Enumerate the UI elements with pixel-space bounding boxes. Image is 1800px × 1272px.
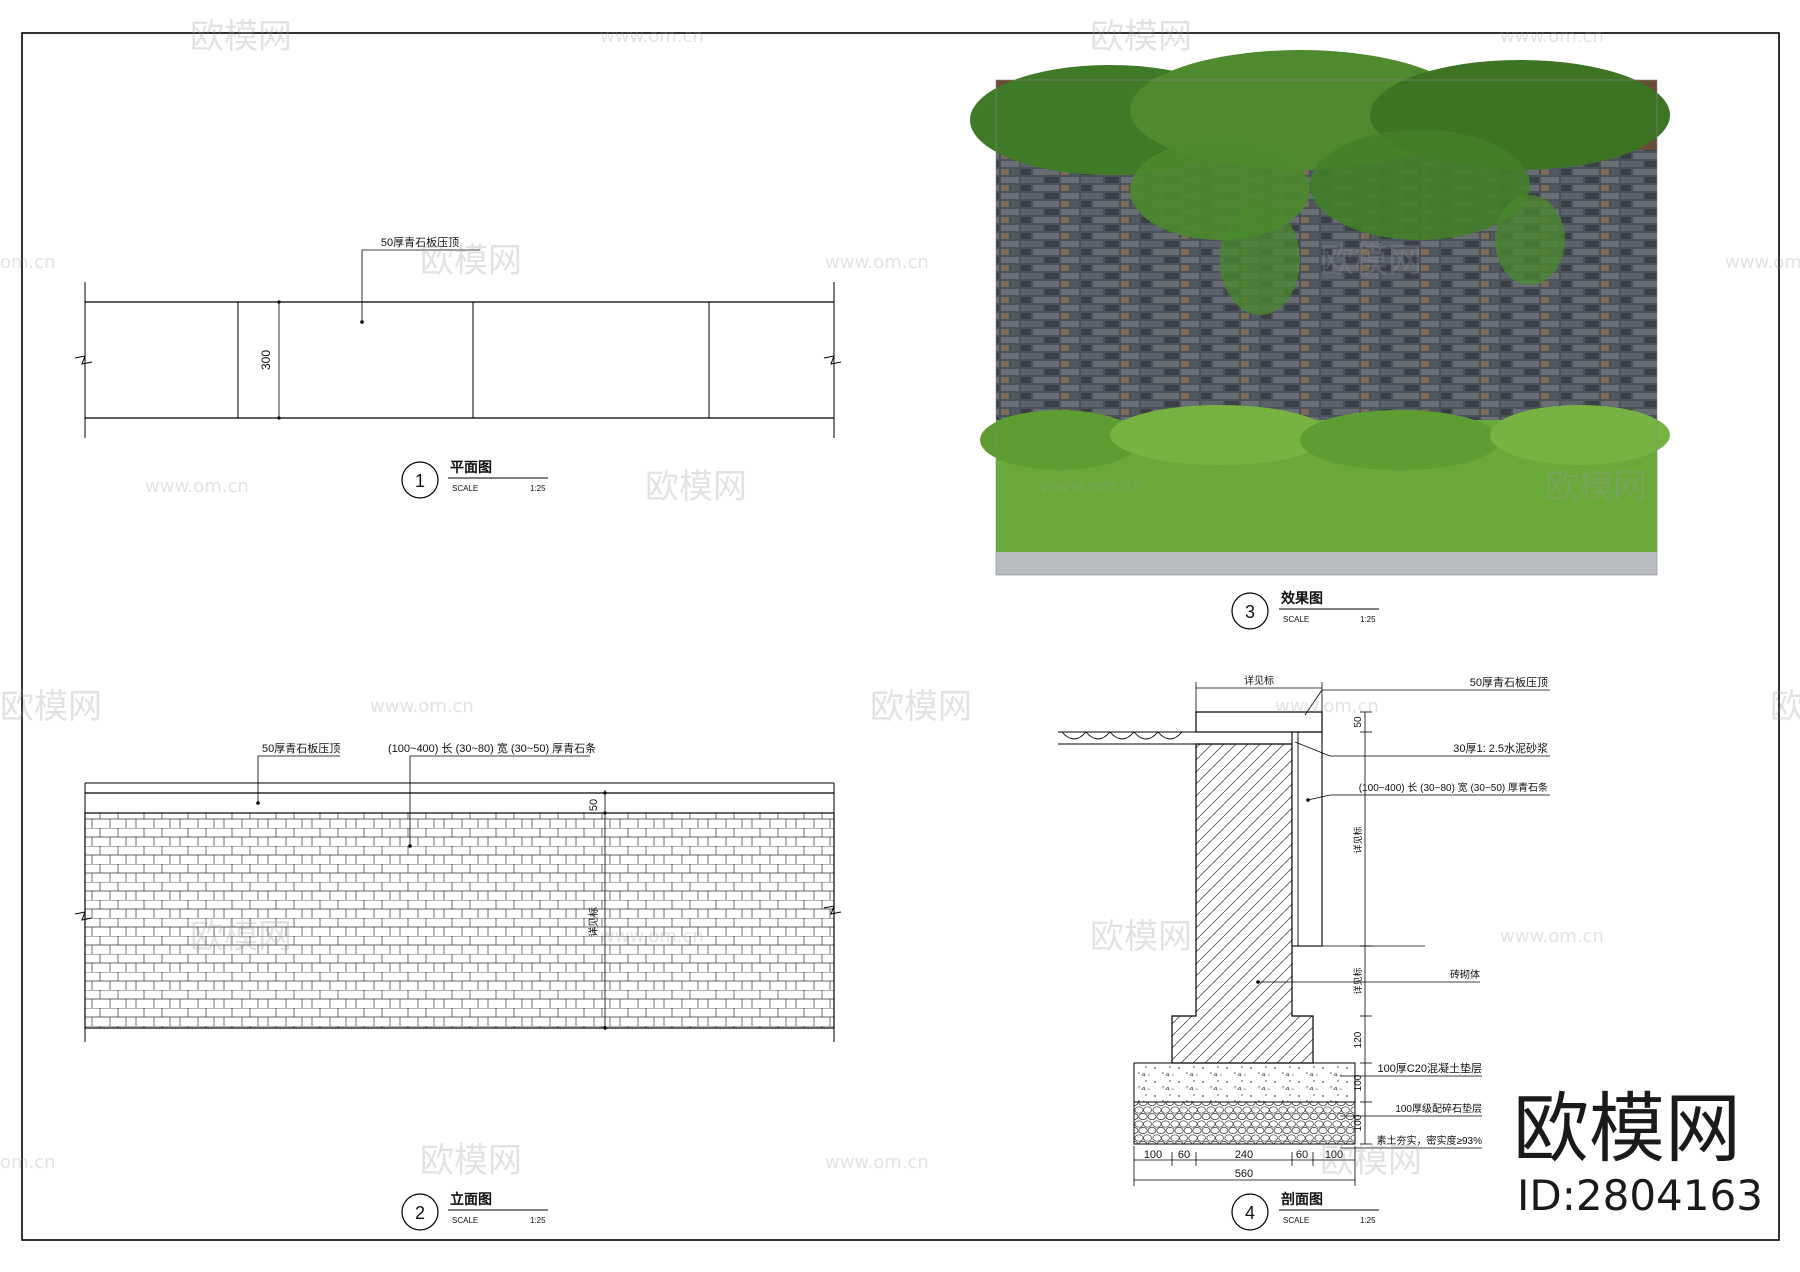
section-vdim-2: 详见标 <box>1352 967 1363 994</box>
section-label-6: 素土夯实，密实度≥93% <box>1376 1134 1482 1147</box>
watermark-logo: 欧模网 <box>1090 17 1192 57</box>
watermark-site: www.om.cn <box>1275 696 1379 717</box>
brand-id: ID:2804163 <box>1517 1171 1763 1220</box>
section-bdim-0: 100 <box>1144 1149 1162 1161</box>
brand-stamp: 欧模网 ID:2804163 <box>1513 1084 1763 1220</box>
section-vdim-3: 120 <box>1353 1031 1364 1048</box>
section-title: 剖面图 <box>1281 1191 1323 1208</box>
plan-scale-label: SCALE <box>452 484 478 493</box>
section-vdim-0: 50 <box>1353 716 1364 728</box>
watermark-logo: 欧模网 <box>1090 917 1192 957</box>
section-scale-label: SCALE <box>1283 1216 1309 1225</box>
watermark-short: om.cn <box>0 1152 56 1173</box>
plan-number: 1 <box>415 471 425 491</box>
section-label-4: 100厚C20混凝土垫层 <box>1377 1061 1482 1075</box>
plan-scale-value: 1:25 <box>530 484 546 493</box>
watermark-logo: 欧模网 <box>190 17 292 57</box>
section-number: 4 <box>1245 1203 1255 1223</box>
section-label-1: 30厚1: 2.5水泥砂浆 <box>1453 741 1548 755</box>
section-label-3: 砖砌体 <box>1450 968 1480 981</box>
elevation-number: 2 <box>415 1203 425 1223</box>
section-bdim-3: 60 <box>1296 1149 1308 1161</box>
section-bdim-4: 100 <box>1325 1149 1343 1161</box>
rendering-photo <box>970 50 1670 576</box>
watermark-logo: 欧模网 <box>1770 687 1800 727</box>
rendering-title-block: 3 效果图 SCALE 1:25 <box>1231 590 1379 630</box>
elevation-scale-label: SCALE <box>452 1216 478 1225</box>
section-label-5: 100厚级配碎石垫层 <box>1395 1102 1482 1115</box>
sheet-border <box>21 32 1780 1241</box>
section-vdim-5: 100 <box>1353 1114 1364 1131</box>
watermark-short: om.cn <box>0 252 56 273</box>
watermark-logo: 欧模网 <box>1320 1141 1422 1181</box>
section-top-dimension: 详见标 <box>1244 674 1274 687</box>
rendering-number: 3 <box>1245 602 1255 622</box>
rendering-scale-value: 1:25 <box>1360 615 1376 624</box>
stone-strip-infill <box>84 812 835 1029</box>
watermark-logo: 欧模网 <box>0 687 102 727</box>
watermark-logo: 欧模网 <box>870 687 972 727</box>
watermark-site: www.om.cn <box>825 252 929 273</box>
watermark-site: www.om.cn <box>600 926 704 947</box>
watermark-site: www.om.cn <box>1725 252 1800 273</box>
elevation-stone-callout: (100~400) 长 (30~80) 宽 (30~50) 厚青石条 <box>388 741 596 755</box>
watermark-logo: 欧模网 <box>1320 241 1422 281</box>
section-bdim-1: 60 <box>1178 1149 1190 1161</box>
watermark-site: www.om.cn <box>600 26 704 47</box>
watermark-site: www.om.cn <box>145 476 249 497</box>
watermark-layer: 欧模网 欧模网 www.om.cn www.om.cn 欧模网 欧模网 www.… <box>0 17 1800 1181</box>
elevation-title: 立面图 <box>450 1191 492 1208</box>
rendering-title: 效果图 <box>1281 590 1323 607</box>
elevation-view: 50 详见标 50厚青石板压顶 (100~400) 长 (30~80) 宽 (3… <box>74 741 842 1042</box>
brand-name: 欧模网 <box>1513 1084 1741 1173</box>
watermark-site: www.om.cn <box>370 696 474 717</box>
watermark-logo: 欧模网 <box>1545 467 1647 507</box>
section-view: 详见标 50 详见标 详见标 120 100 100 50厚青石板压顶 30厚1… <box>1058 674 1550 1186</box>
watermark-site: www.om.cn <box>825 1152 929 1173</box>
section-total-dimension: 560 <box>1235 1168 1253 1180</box>
section-label-0: 50厚青石板压顶 <box>1470 675 1548 689</box>
section-label-2: (100~400) 长 (30~80) 宽 (30~50) 厚青石条 <box>1359 781 1548 794</box>
watermark-logo: 欧模网 <box>420 1141 522 1181</box>
plan-width-dimension: 300 <box>259 350 273 370</box>
watermark-site: www.om.cn <box>1040 476 1144 497</box>
section-vdim-4: 100 <box>1353 1074 1364 1091</box>
watermark-logo: 欧模网 <box>645 467 747 507</box>
watermark-logo: 欧模网 <box>190 917 292 957</box>
watermark-site: www.om.cn <box>1500 26 1604 47</box>
plan-title-block: 1 平面图 SCALE 1:25 <box>401 460 548 499</box>
rendering-scale-label: SCALE <box>1283 615 1309 624</box>
section-title-block: 4 剖面图 SCALE 1:25 <box>1231 1191 1379 1231</box>
section-scale-value: 1:25 <box>1360 1216 1376 1225</box>
elevation-cap-dimension: 50 <box>588 799 600 811</box>
elevation-cap-callout: 50厚青石板压顶 <box>262 741 340 755</box>
plan-view: 300 50厚青石板压顶 <box>74 235 842 438</box>
elevation-scale-value: 1:25 <box>530 1216 546 1225</box>
elevation-title-block: 2 立面图 SCALE 1:25 <box>401 1191 548 1231</box>
watermark-logo: 欧模网 <box>420 241 522 281</box>
plan-callout: 50厚青石板压顶 <box>381 235 459 249</box>
section-vdim-1: 详见标 <box>1352 826 1363 853</box>
watermark-site: www.om.cn <box>1500 926 1604 947</box>
elevation-height-dimension: 详见标 <box>587 907 600 937</box>
section-bdim-2: 240 <box>1235 1149 1253 1161</box>
plan-title: 平面图 <box>450 460 492 476</box>
